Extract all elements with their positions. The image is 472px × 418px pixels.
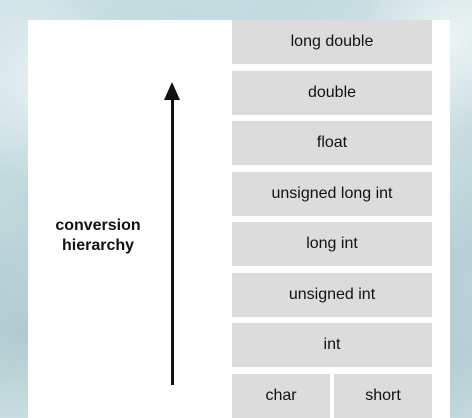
type-label: char: [265, 387, 297, 404]
type-box-short: short: [334, 374, 432, 418]
hierarchy-label: conversion hierarchy: [38, 216, 158, 256]
type-label: long double: [290, 33, 374, 50]
type-label: long int: [306, 235, 358, 252]
type-box-long-int: long int: [232, 222, 432, 266]
type-box-double: double: [232, 71, 432, 115]
hierarchy-label-line1: conversion: [55, 217, 141, 234]
type-box-unsigned-long-int: unsigned long int: [232, 172, 432, 216]
type-box-float: float: [232, 121, 432, 165]
type-box-unsigned-int: unsigned int: [232, 273, 432, 317]
arrow-up-icon: [164, 82, 180, 100]
arrow-shaft: [171, 98, 174, 385]
type-box-long-double: long double: [232, 20, 432, 64]
type-box-char: char: [232, 374, 330, 418]
type-label: float: [316, 134, 348, 151]
type-label: unsigned long int: [271, 185, 393, 202]
hierarchy-label-line2: hierarchy: [61, 237, 135, 254]
type-label: double: [307, 84, 357, 101]
type-box-int: int: [232, 323, 432, 367]
type-label: int: [323, 336, 341, 353]
type-label: unsigned int: [288, 286, 376, 303]
type-label: short: [365, 387, 401, 404]
